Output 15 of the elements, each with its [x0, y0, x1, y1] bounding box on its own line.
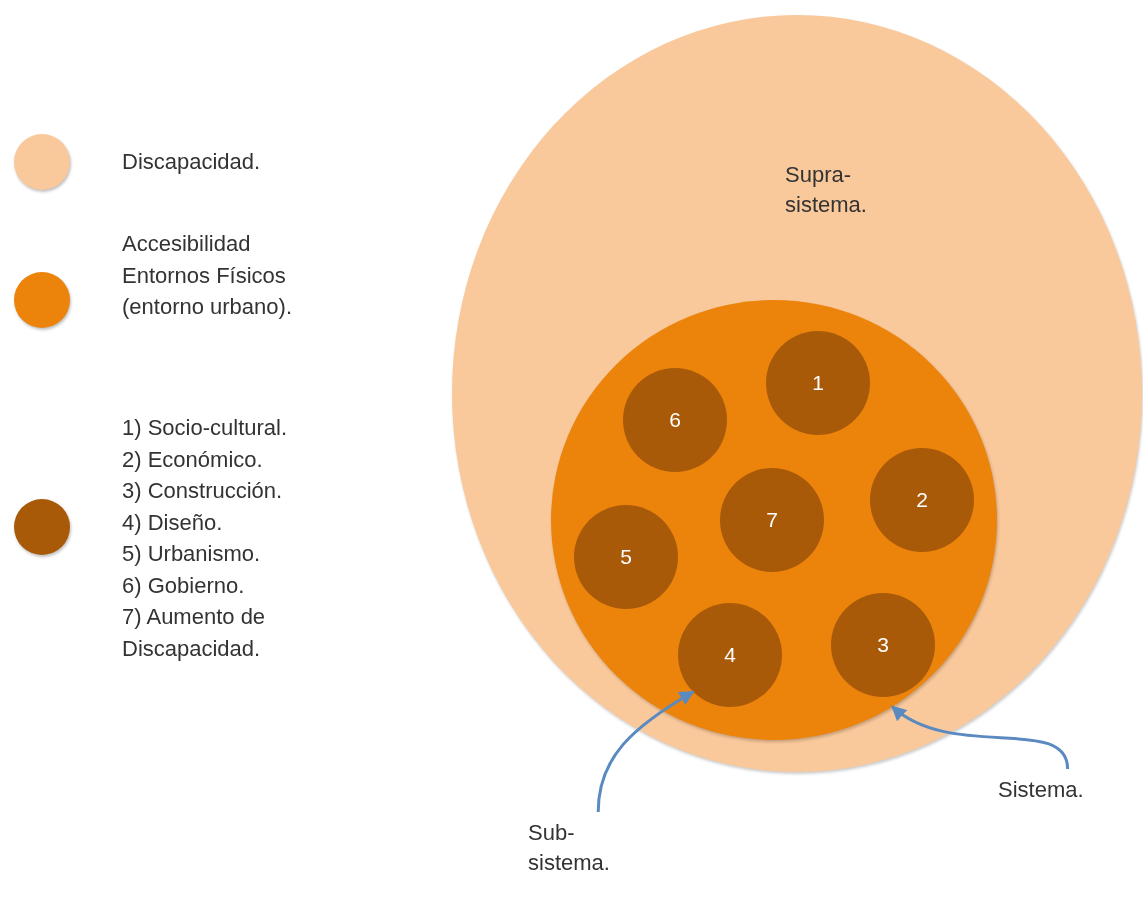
circle-number: 6 [668, 408, 682, 432]
ellipse-label: Supra- sistema. [785, 161, 868, 219]
circle-number: 1 [811, 371, 825, 395]
arrow [890, 705, 1070, 770]
arrow [596, 690, 695, 813]
circle-number: 5 [619, 545, 633, 569]
circle-number: 7 [765, 508, 779, 532]
callout-text: Sistema. [998, 775, 1118, 805]
callout-text: Sub- sistema. [528, 818, 618, 878]
circle-number: 2 [915, 488, 929, 512]
circle-number: 4 [723, 643, 737, 667]
legend-text: 1) Socio-cultural. 2) Económico. 3) Construcción. 4) Diseño. 5) Urbanismo. 6) Gobierno. 7) Aumento de Discapacidad. [122, 414, 289, 663]
legend-text: Discapacidad. [122, 148, 262, 176]
circle-number: 3 [876, 633, 890, 657]
legend-text: Accesibilidad Entornos Físicos (entorno urbano). [122, 230, 293, 321]
